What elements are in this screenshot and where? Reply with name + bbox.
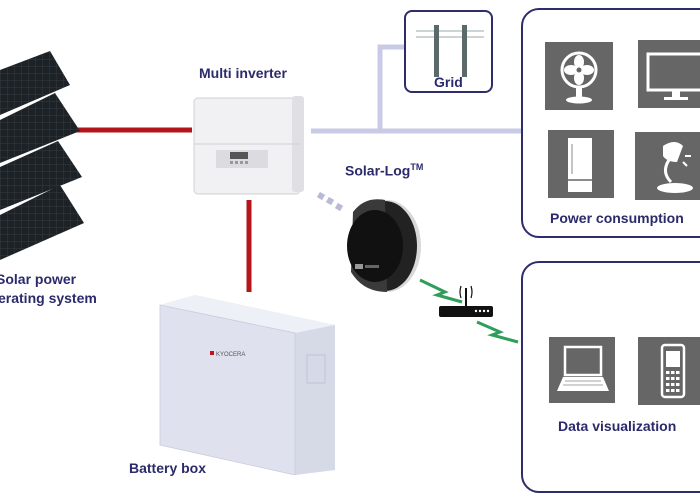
consumption-item-lamp: [635, 132, 700, 200]
solar-label-line2: erating system: [0, 290, 97, 306]
battery-node: KYOCERA: [155, 295, 340, 476]
solarlog-node: [335, 192, 425, 297]
solar-log-device-icon: [347, 199, 421, 292]
lamp-icon: [657, 142, 693, 193]
solarlog-label-text: Solar-Log: [345, 162, 411, 179]
data-visualization-panel: Data visualization: [521, 261, 700, 493]
data-visualization-label: Data visualization: [558, 418, 677, 434]
power-consumption-label: Power consumption: [550, 210, 684, 226]
router-node: [436, 282, 496, 322]
monitor-icon: [646, 52, 700, 100]
inverter-icon: [193, 96, 304, 195]
refrigerator-icon: [568, 138, 592, 192]
mobile-phone-icon: [660, 343, 686, 399]
ac-line-to-grid: [377, 44, 406, 131]
consumption-item-fan: [545, 42, 613, 110]
wireless-signal-router-visualization: [476, 320, 519, 344]
inverter-label: Multi inverter: [199, 65, 287, 81]
battery-brand-text: KYOCERA: [216, 352, 245, 358]
solar-label-line1: Solar power: [0, 271, 77, 287]
wireless-signal-solarlog-router: [419, 278, 463, 304]
solarlog-label: Solar-LogTM: [345, 162, 423, 179]
consumption-item-refrigerator: [548, 130, 614, 198]
data-line-inverter-solarlog: [316, 191, 344, 212]
visualization-item-laptop: [549, 337, 615, 403]
battery-label: Battery box: [129, 460, 207, 476]
solar-panel-node: [0, 45, 90, 265]
wifi-router-icon: [439, 285, 493, 317]
battery-box-icon: KYOCERA: [159, 295, 335, 476]
power-consumption-panel: Power consumption: [521, 8, 700, 238]
grid-box: Grid: [404, 10, 493, 93]
solarlog-trademark: TM: [410, 162, 424, 172]
inverter-node: [192, 92, 308, 200]
visualization-item-mobile-phone: [638, 337, 700, 405]
laptop-icon: [557, 345, 609, 391]
fan-icon: [560, 51, 598, 104]
grid-label: Grid: [434, 74, 463, 90]
consumption-item-monitor: [638, 40, 700, 108]
solar-panel-icon: [0, 51, 84, 260]
power-pole-icon: [416, 25, 484, 77]
